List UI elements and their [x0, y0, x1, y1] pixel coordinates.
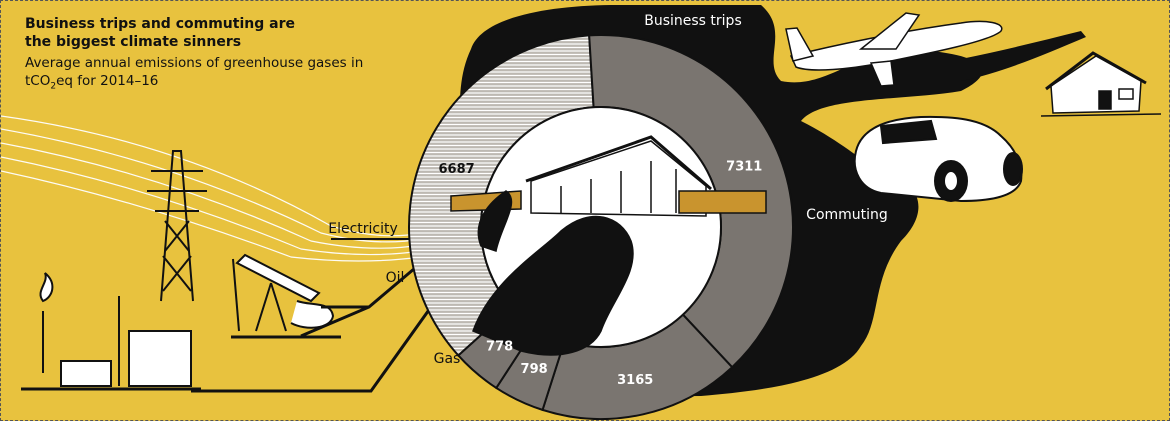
value-label-business-trips: 6687 [439, 162, 475, 177]
value-label-commuting: 7311 [726, 159, 762, 174]
subtitle-main: Average annual emissions of greenhouse g… [25, 55, 364, 89]
chart-subtitle: Average annual emissions of greenhouse g… [25, 54, 365, 96]
oil-pump-icon [231, 253, 369, 339]
value-label-gas: 3165 [617, 373, 653, 388]
label-commuting: Commuting [806, 207, 888, 223]
value-label-electricity: 778 [486, 340, 513, 355]
value-label-oil: 798 [521, 362, 548, 377]
label-gas: Gas [434, 351, 461, 367]
house-icon [1040, 51, 1162, 117]
subtitle-subscript: 2 [50, 81, 57, 92]
car-icon [853, 115, 1023, 203]
power-pylon-icon [147, 150, 207, 302]
value-labels: 6687 7311 3165 798 778 [439, 159, 763, 388]
building-icon [450, 135, 767, 356]
power-lines [1, 115, 422, 262]
label-electricity: Electricity [328, 221, 398, 237]
label-business-trips: Business trips [644, 13, 742, 29]
gas-flare-icon [21, 272, 201, 391]
chart-title: Business trips and commuting are the big… [25, 16, 295, 50]
subtitle-end: eq for 2014–16 [56, 73, 159, 89]
label-oil: Oil [386, 270, 405, 286]
airplane-icon [785, 12, 1003, 87]
